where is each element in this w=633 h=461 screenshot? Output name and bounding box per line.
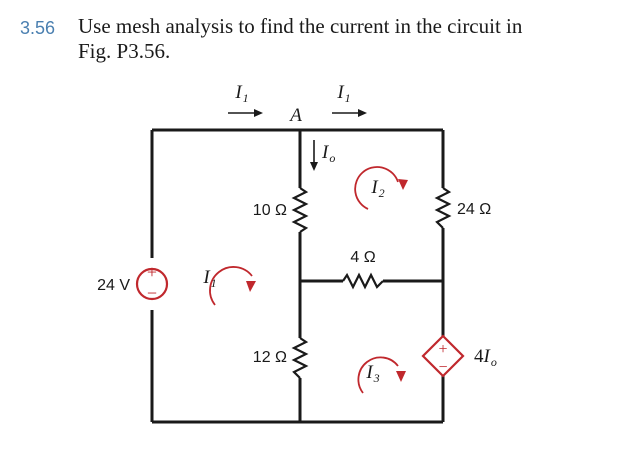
circuit-wires bbox=[150, 128, 445, 424]
label-top-left-current: I1 bbox=[234, 82, 248, 105]
label-mesh-2: I2 bbox=[370, 177, 384, 200]
node-label-a: A bbox=[288, 105, 302, 126]
current-arrow-top-left bbox=[228, 109, 263, 117]
dependent-voltage-source: + − bbox=[421, 334, 465, 378]
label-mesh-3: I3 bbox=[365, 362, 379, 385]
label-source-voltage: 24 V bbox=[97, 277, 130, 294]
mesh-3-arrowhead bbox=[396, 371, 406, 382]
voltage-source-24v: + − bbox=[135, 262, 169, 303]
label-resistor-10: 10 Ω bbox=[253, 202, 287, 219]
dep-source-plus-sign: + bbox=[438, 341, 447, 358]
dep-source-minus-sign: − bbox=[438, 359, 447, 376]
resistor-24-ohm bbox=[434, 187, 452, 229]
label-resistor-12: 12 Ω bbox=[253, 349, 287, 366]
problem-text: Use mesh analysis to find the current in… bbox=[78, 14, 618, 64]
label-mesh-1: I1 bbox=[202, 267, 216, 290]
label-top-right-current: I1 bbox=[336, 82, 350, 105]
label-resistor-4: 4 Ω bbox=[350, 249, 375, 266]
mesh-2-arrowhead bbox=[398, 179, 408, 190]
source-plus-sign: + bbox=[147, 262, 157, 282]
mesh-1-arrow bbox=[209, 266, 253, 306]
mesh-2-arrow bbox=[354, 166, 399, 210]
current-arrow-top-right bbox=[332, 109, 367, 117]
label-io-current: Io bbox=[321, 142, 335, 165]
mesh-1-arrowhead bbox=[246, 281, 256, 292]
resistor-12-ohm bbox=[291, 337, 309, 379]
resistor-4-ohm bbox=[342, 272, 384, 290]
current-arrow-io bbox=[310, 140, 318, 171]
resistor-10-ohm bbox=[291, 187, 309, 233]
mesh-3-arrow bbox=[357, 356, 399, 394]
problem-line-2: Fig. P3.56. bbox=[78, 39, 171, 63]
problem-number: 3.56 bbox=[20, 18, 56, 38]
source-minus-sign: − bbox=[147, 283, 157, 303]
problem-line-1: Use mesh analysis to find the current in… bbox=[78, 14, 523, 38]
label-resistor-24: 24 Ω bbox=[457, 201, 491, 218]
label-dependent-source: 4Io bbox=[474, 346, 497, 369]
